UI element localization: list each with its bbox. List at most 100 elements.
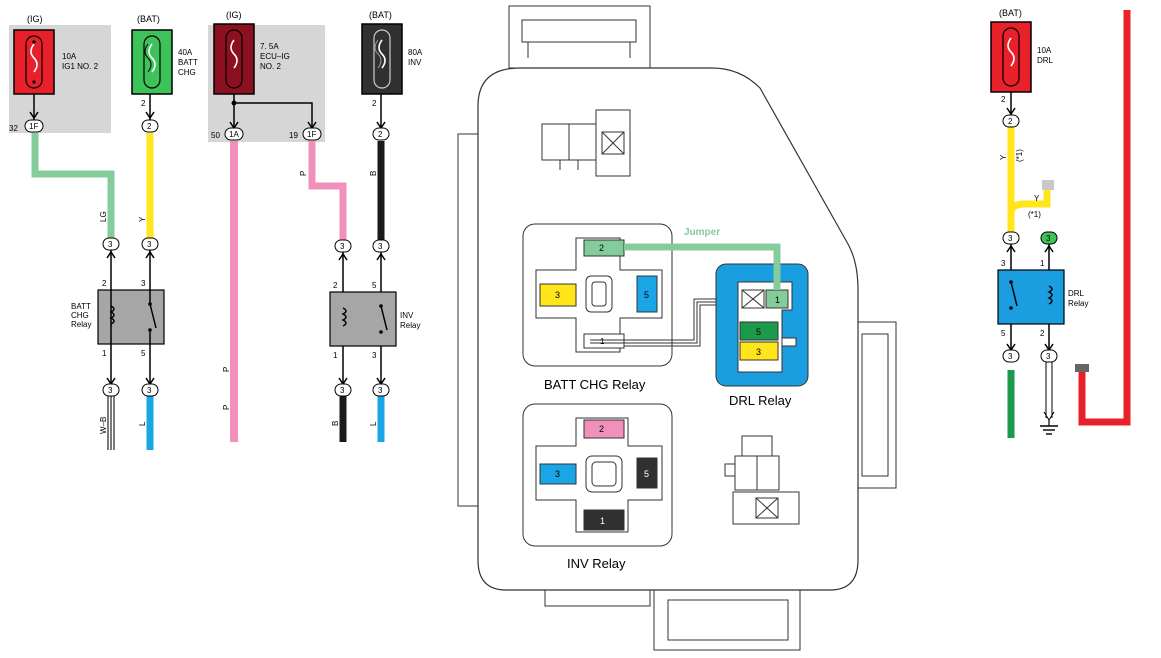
batt-chg-relay-schematic: 3 3 2 3 1 5 BATT CHG Relay 3 3 (71, 237, 165, 397)
pin-number: 2 (333, 281, 338, 290)
svg-text:3: 3 (340, 242, 345, 251)
note-label: (*1) (1028, 210, 1041, 219)
pin-number: 5 (1001, 329, 1006, 338)
fuse-name: NO. 2 (260, 62, 281, 71)
fuse-name: INV (408, 58, 422, 67)
connector-3-coil-out: 3 (1040, 343, 1058, 363)
wire-r-drl-end (1075, 364, 1089, 372)
relay-socket-label: INV Relay (567, 556, 626, 571)
fuse-rating: 10A (1037, 46, 1052, 55)
pin-number: 3 (555, 469, 560, 479)
pin-number: 1 (102, 349, 107, 358)
pin-number: 3 (141, 279, 146, 288)
pin-number: 3 (1001, 259, 1006, 268)
fuse-batt-chg: (BAT) 40A BATT CHG (131, 14, 198, 120)
relay-label: BATT (71, 302, 91, 311)
relay-socket-label: DRL Relay (729, 393, 792, 408)
wire-r-drl (1078, 10, 1131, 426)
wire-y-drl-end (1042, 180, 1054, 190)
relay-socket-label: BATT CHG Relay (544, 377, 646, 392)
wire-lg (31, 133, 115, 238)
pin-number: 5 (141, 349, 146, 358)
pin-number: 50 (211, 131, 220, 140)
fuse-inv: (BAT) 80A INV (361, 10, 423, 130)
connector-id: 2 (1008, 117, 1013, 126)
pin-number: 5 (372, 281, 377, 290)
pin-number: 5 (756, 327, 761, 337)
connector-1f-ecu: 19 1F (289, 127, 322, 141)
fuse-source: (IG) (226, 10, 242, 20)
connector-3-sw-out: 3 (141, 377, 159, 397)
fuse-rating: 10A (62, 52, 77, 61)
pin-number: 5 (644, 290, 649, 300)
relay-block-housing: 2 3 5 1 BATT CHG Relay 1 5 3 (457, 5, 897, 651)
inv-relay-schematic: 3 3 2 5 1 3 INV Relay 3 3 (329, 239, 420, 397)
jumper-label: Jumper (684, 227, 720, 238)
pin-number: 3 (555, 290, 560, 300)
pin-number: 2 (1001, 95, 1006, 104)
wire-code-label: LG (99, 211, 108, 222)
wire-code-label: Y (138, 216, 147, 222)
wire-y-drl-branch (1007, 188, 1051, 215)
fuse-source: (BAT) (369, 10, 392, 20)
wire-code-label: Y (999, 154, 1008, 160)
pin-number: 1 (1040, 259, 1045, 268)
pin-number: 2 (141, 99, 146, 108)
pin-number: 1 (600, 337, 605, 346)
wire-p-inv (308, 141, 347, 240)
fuse-name: DRL (1037, 56, 1054, 65)
svg-text:3: 3 (378, 386, 383, 395)
small-connector-bottom (724, 435, 800, 525)
svg-text:3: 3 (147, 240, 152, 249)
connector-2-batt: 2 2 (141, 99, 159, 133)
fuse-rating: 80A (408, 48, 423, 57)
svg-text:3: 3 (1008, 352, 1013, 361)
connector-id: 2 (378, 130, 383, 139)
pin-number: 32 (9, 124, 18, 133)
pin-number: 3 (756, 347, 761, 357)
pin-number: 1 (600, 516, 605, 526)
pin-number: 2 (599, 424, 604, 434)
small-connector-top (541, 109, 631, 177)
fuse-drl: (BAT) 10A DRL (990, 8, 1054, 116)
connector-2-drl: 2 2 (1001, 95, 1020, 128)
connector-3-sw-out: 3 (1002, 343, 1020, 363)
pin-number: 5 (644, 469, 649, 479)
inv-relay-socket: 2 3 5 1 INV Relay (522, 403, 673, 571)
note-label: (*1) (1015, 149, 1024, 162)
svg-text:3: 3 (340, 386, 345, 395)
fuse-source: (BAT) (137, 14, 160, 24)
fuse-name: CHG (178, 68, 196, 77)
svg-text:3: 3 (378, 242, 383, 251)
connector-3-sw-out: 3 (372, 377, 390, 397)
pin-number: 3 (372, 351, 377, 360)
jumper-wire (624, 243, 781, 290)
relay-label: Relay (71, 320, 91, 329)
fuse-rating: 7. 5A (260, 42, 279, 51)
connector-3-coil-out: 3 (334, 377, 352, 397)
fuse-name: IG1 NO. 2 (62, 62, 99, 71)
drl-relay-schematic: 3 3 3 1 5 2 DRL Relay 3 3 (997, 231, 1088, 435)
connector-1f-ig1: 32 1F (9, 119, 44, 133)
fuse-name: ECU–IG (260, 52, 290, 61)
svg-text:3: 3 (1008, 234, 1013, 243)
relay-label: INV (400, 311, 414, 320)
relay-label: CHG (71, 311, 89, 320)
connector-id: 2 (147, 122, 152, 131)
fuse-ecu-ig-no2: (IG) 7. 5A ECU–IG NO. 2 (213, 10, 317, 130)
ground-icon (1040, 420, 1058, 435)
wire-code-label: L (369, 421, 378, 426)
wire-code-label: Y (1034, 194, 1040, 203)
wire-code-label: W–B (99, 417, 108, 434)
connector-id: 1F (307, 130, 316, 139)
wire-code-label: P (222, 405, 231, 410)
pin-number: 19 (289, 131, 298, 140)
connector-3-coil-in: 3 (102, 237, 120, 259)
drl-relay-socket: 1 5 3 DRL Relay (715, 263, 809, 408)
fuse-rating: 40A (178, 48, 193, 57)
wire-code-label: B (331, 421, 340, 426)
pin-number: 2 (102, 279, 107, 288)
wire-code-label: P (299, 171, 308, 176)
svg-text:3: 3 (108, 240, 113, 249)
